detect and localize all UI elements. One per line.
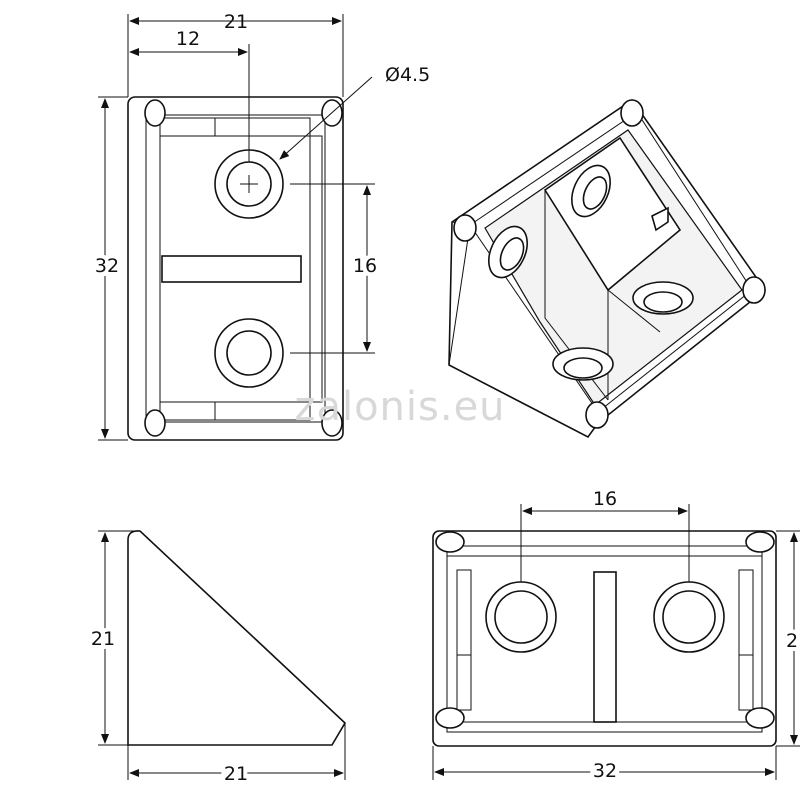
dim-bottom-hole-spacing: 16 — [593, 488, 617, 510]
corner-boss — [620, 99, 644, 127]
corner-boss — [745, 531, 775, 553]
corner-boss — [745, 707, 775, 729]
dim-side-height: 21 — [91, 628, 115, 650]
dim-bottom-width: 32 — [593, 760, 617, 782]
dim-top-offset: 12 — [176, 28, 200, 50]
corner-boss — [144, 409, 166, 437]
dim-top-hole-spacing: 16 — [353, 255, 377, 277]
side-view: 21 21 — [87, 530, 347, 789]
top-view — [127, 96, 344, 441]
corner-boss — [435, 531, 465, 553]
corner-boss — [742, 276, 766, 304]
watermark: zalonis.eu — [294, 384, 505, 430]
dim-top-width: 21 — [224, 11, 248, 33]
isometric-view — [448, 98, 767, 439]
dim-bottom-height: 2 — [786, 630, 798, 652]
corner-boss — [144, 99, 166, 127]
corner-boss — [585, 401, 609, 429]
corner-boss — [453, 214, 477, 242]
corner-boss — [321, 409, 343, 437]
top-view-dimensions: 21 12 Ø4.5 32 16 — [91, 11, 430, 441]
dim-hole-diameter: Ø4.5 — [385, 64, 430, 86]
corner-boss — [435, 707, 465, 729]
front-view: 16 32 2 — [432, 488, 800, 786]
dim-side-width: 21 — [224, 763, 248, 785]
dim-top-height: 32 — [95, 255, 119, 277]
